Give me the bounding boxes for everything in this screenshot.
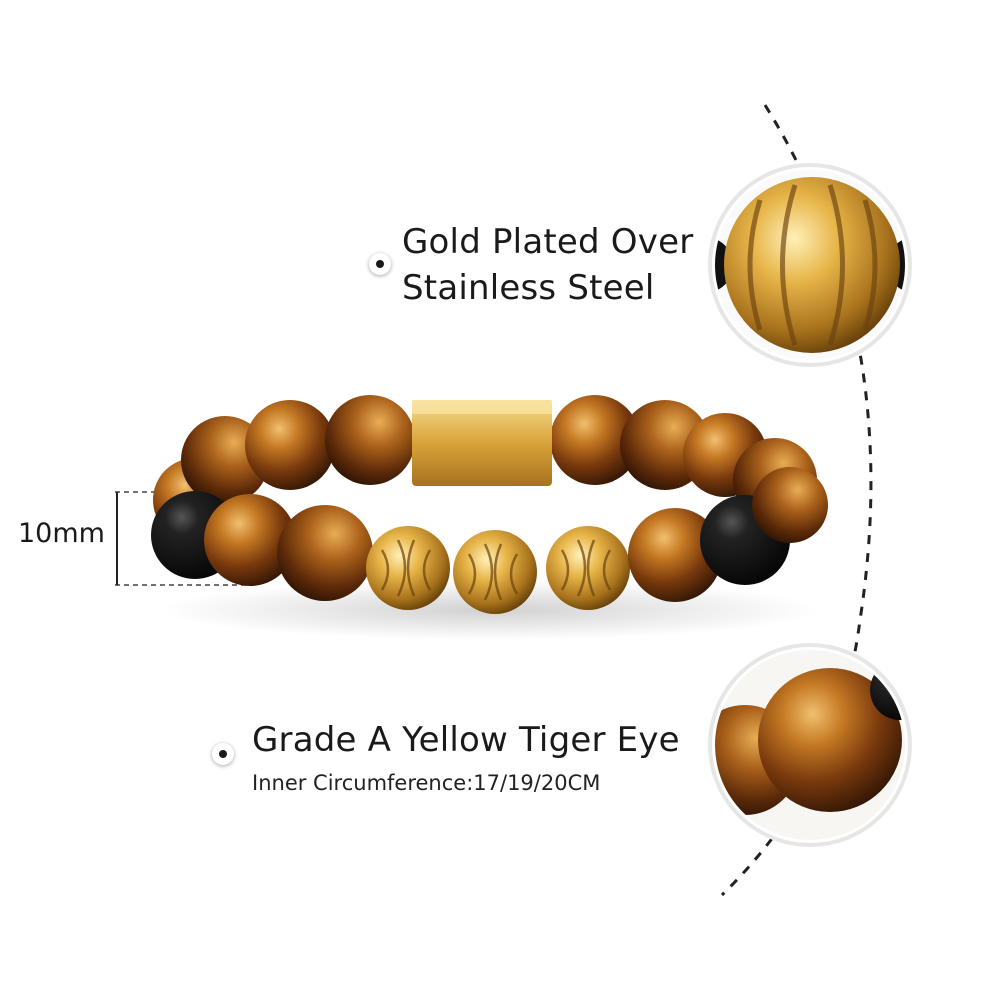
zoom-circle-tiger-eye — [708, 643, 912, 847]
bracelet-front-row — [151, 467, 828, 614]
stone-label-subtitle: Inner Circumference:17/19/20CM — [252, 771, 601, 795]
bullet-dot-icon — [212, 743, 234, 765]
metal-label-line1: Gold Plated Over — [402, 222, 694, 262]
gold-bar-bead — [412, 400, 552, 486]
bracelet-back-row — [153, 395, 817, 542]
zoom-circle-gold-bead — [708, 163, 912, 367]
stone-label-title: Grade A Yellow Tiger Eye — [252, 720, 680, 760]
metal-label-line2: Stainless Steel — [402, 268, 655, 308]
dimension-label: 10mm — [18, 518, 105, 549]
bullet-dot-icon — [369, 253, 391, 275]
